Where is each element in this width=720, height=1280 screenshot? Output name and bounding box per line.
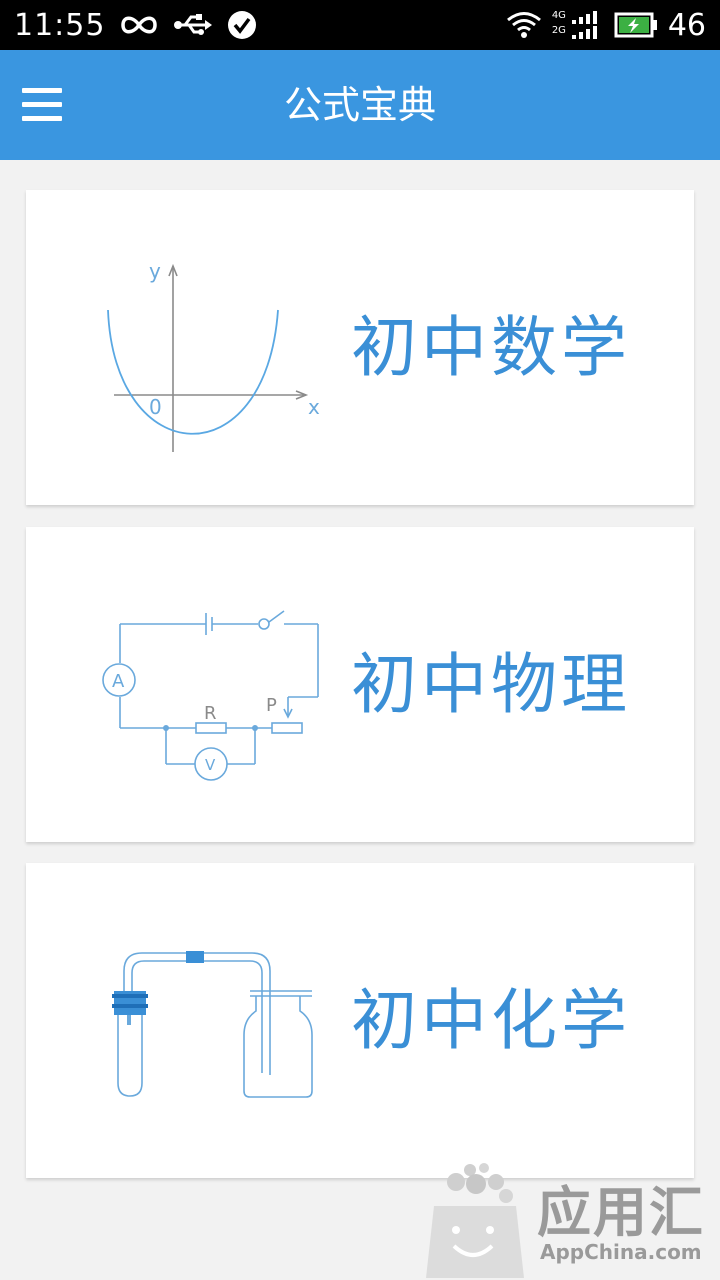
shopping-bag-logo-icon <box>426 1163 524 1278</box>
card-chemistry[interactable]: 初中化学 <box>26 863 694 1178</box>
parabola-graph-illustration: y x 0 <box>107 259 320 452</box>
rheostat-label: P <box>266 695 277 716</box>
check-circle-icon <box>228 11 257 39</box>
battery-charging-icon <box>614 12 657 38</box>
resistor-label: R <box>204 703 217 724</box>
axis-x-label: x <box>308 395 320 419</box>
wifi-icon <box>506 12 541 38</box>
card-label-chemistry: 初中化学 <box>351 982 631 1059</box>
origin-label: 0 <box>149 395 162 419</box>
appchina-watermark: 应用汇 AppChina.com <box>420 1160 720 1280</box>
axis-y-label: y <box>149 259 161 283</box>
signal-icon: 4G 2G <box>552 10 604 40</box>
usb-icon <box>174 14 213 35</box>
card-math[interactable]: y x 0 初中数学 <box>26 190 694 505</box>
card-label-physics: 初中物理 <box>351 646 631 723</box>
lab-apparatus-illustration <box>112 951 313 1098</box>
ammeter-label: A <box>112 671 125 692</box>
app-bar: 公式宝典 <box>0 50 720 160</box>
card-physics[interactable]: A V R P 初中物理 <box>26 527 694 842</box>
net-type-bottom: 2G <box>551 25 566 36</box>
page-title: 公式宝典 <box>283 83 436 127</box>
watermark-title: 应用汇 <box>537 1181 705 1244</box>
net-type-top: 4G <box>551 10 566 21</box>
hamburger-menu-icon <box>22 88 62 93</box>
card-label-math: 初中数学 <box>351 309 631 386</box>
circuit-diagram-illustration: A V R P <box>102 610 319 781</box>
voltmeter-label: V <box>205 756 216 774</box>
infinity-icon <box>121 16 158 34</box>
battery-percent: 46 <box>667 7 706 43</box>
watermark-subtitle: AppChina.com <box>540 1240 702 1264</box>
status-bar: 11:55 4G 2G <box>0 0 720 50</box>
status-time: 11:55 <box>14 7 106 43</box>
menu-button[interactable] <box>22 85 62 125</box>
